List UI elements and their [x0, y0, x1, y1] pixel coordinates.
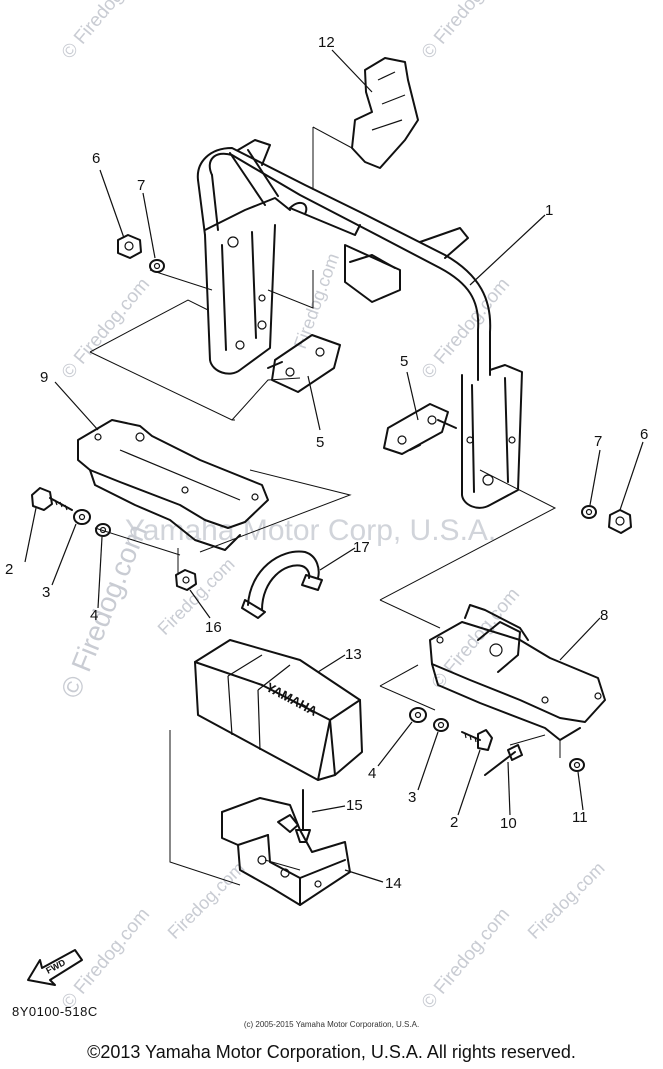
callout-17: 17	[353, 539, 370, 556]
bolt-set-right	[409, 707, 493, 751]
watermark-top-right: © Firedog.com	[418, 0, 514, 63]
callout-6-left: 6	[92, 150, 100, 167]
callout-9: 9	[40, 369, 48, 386]
callout-4-right: 4	[368, 765, 376, 782]
callout-6-right: 6	[640, 426, 648, 443]
battery-strap	[241, 550, 323, 619]
right-bracket	[429, 604, 606, 741]
pin-10	[484, 744, 523, 776]
battery: YAMAHA	[194, 639, 363, 781]
callout-7-right: 7	[594, 433, 602, 450]
callout-15: 15	[346, 797, 363, 814]
callout-2-left: 2	[5, 561, 13, 578]
drawing-code: 8Y0100-518C	[12, 1004, 98, 1019]
watermark-center: Yamaha Motor Corp, U.S.A.	[125, 514, 496, 547]
callout-10: 10	[500, 815, 517, 832]
callout-13: 13	[345, 646, 362, 663]
callout-16: 16	[205, 619, 222, 636]
callout-8: 8	[600, 607, 608, 624]
nut-16	[175, 569, 197, 591]
diagram-copyright: (c) 2005-2015 Yamaha Motor Corporation, …	[243, 1020, 420, 1029]
carrier-frame	[196, 139, 523, 509]
nut-and-washer-left	[117, 234, 165, 273]
assembly-guide-lines	[89, 126, 561, 886]
battery-tray	[221, 797, 351, 906]
callout-1: 1	[545, 202, 553, 219]
callout-11: 11	[572, 809, 588, 826]
watermark-diag-3: Firedog.com	[164, 858, 249, 943]
mud-flap	[351, 57, 419, 169]
stud-plate-left	[267, 334, 341, 393]
fwd-label: FWD	[44, 957, 67, 976]
watermark-diag: Firedog.com	[154, 554, 239, 639]
page-copyright: ©2013 Yamaha Motor Corporation, U.S.A. A…	[87, 1042, 576, 1062]
callout-3-right: 3	[408, 789, 416, 806]
callout-14: 14	[385, 875, 402, 892]
left-bracket	[77, 419, 269, 551]
callout-3-left: 3	[42, 584, 50, 601]
bolt-set-left	[31, 487, 111, 537]
washer-11	[569, 758, 585, 772]
watermark-bottom-left: © Firedog.com	[58, 904, 154, 1013]
watermark-top-left: © Firedog.com	[58, 0, 154, 63]
callout-5-right: 5	[400, 353, 408, 370]
callout-12: 12	[318, 34, 335, 51]
leader-lines	[24, 49, 644, 883]
stud-plate-right	[383, 403, 457, 455]
callout-7-left: 7	[137, 177, 145, 194]
watermark-vertical: © Firedog.com	[55, 520, 153, 702]
hold-pin	[295, 789, 311, 843]
watermark-bottom-right: © Firedog.com	[418, 904, 514, 1013]
watermark-diag-4: Firedog.com	[524, 858, 609, 943]
nut-and-washer-right	[581, 505, 632, 534]
callout-numbers: 12 1 6 7 9 5 5 7 6 2 3 4 16 17 8 13 4 3 …	[5, 34, 648, 892]
watermark-mid-left: © Firedog.com	[58, 274, 154, 383]
callout-2-right: 2	[450, 814, 458, 831]
callout-4-left: 4	[90, 607, 98, 624]
battery-label: YAMAHA	[264, 679, 321, 719]
callout-5-left: 5	[316, 434, 324, 451]
